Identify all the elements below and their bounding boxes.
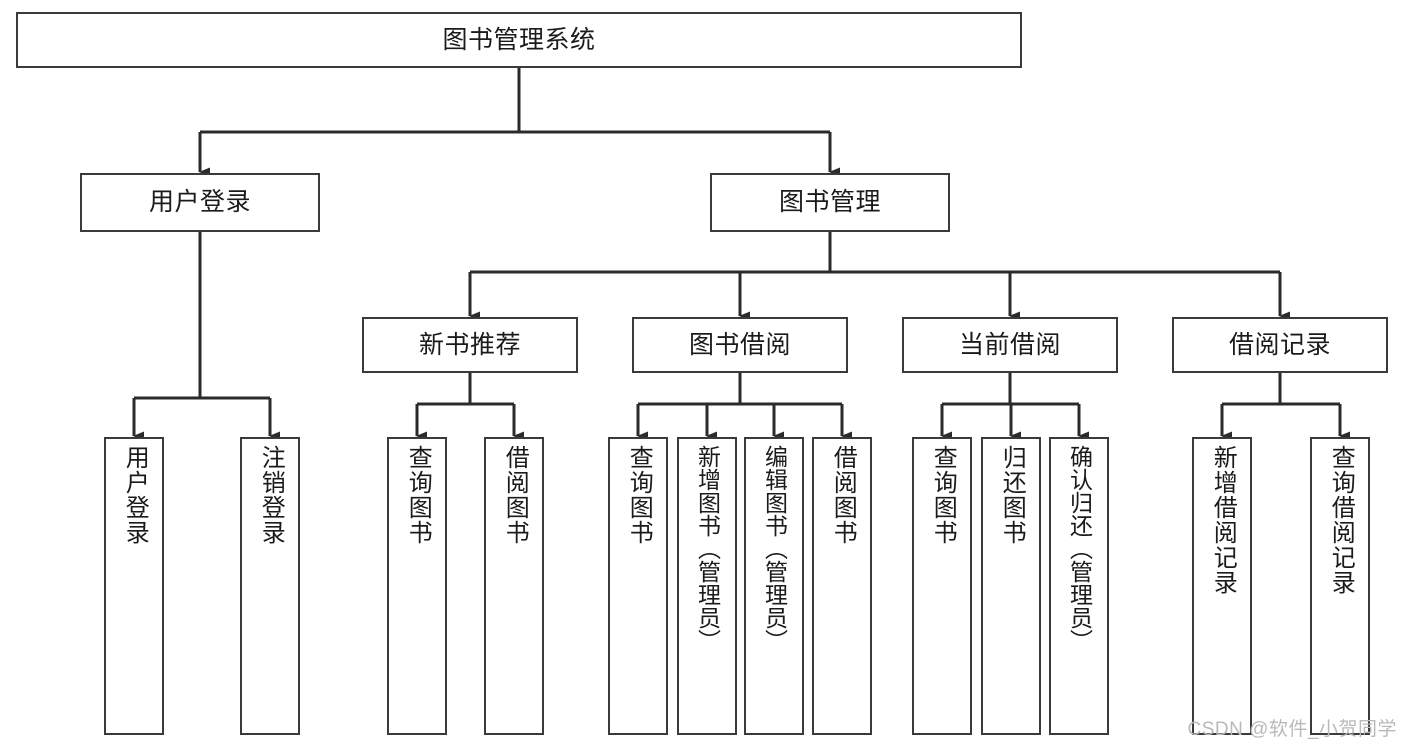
- node-label: 注销登录: [257, 445, 285, 545]
- node-leaf-borrow-book-recommend[interactable]: 借阅图书: [484, 437, 544, 735]
- node-root[interactable]: 图书管理系统: [16, 12, 1022, 68]
- node-new-book-recommend[interactable]: 新书推荐: [362, 317, 578, 373]
- node-label: 借阅图书: [501, 445, 529, 545]
- node-label: 用户登录: [121, 445, 149, 545]
- node-leaf-user-logout[interactable]: 注销登录: [240, 437, 300, 735]
- node-leaf-query-book-recommend[interactable]: 查询图书: [387, 437, 447, 735]
- watermark-text: CSDN @软件_小贺同学: [1187, 719, 1397, 740]
- node-leaf-borrow-book-borrow[interactable]: 借阅图书: [812, 437, 872, 735]
- node-label: 当前借阅: [958, 330, 1061, 359]
- node-leaf-query-borrow-record[interactable]: 查询借阅记录: [1310, 437, 1370, 735]
- node-book-management[interactable]: 图书管理: [710, 173, 950, 232]
- node-label: 归还图书: [998, 445, 1026, 545]
- node-label: 确认归还（管理员）: [1066, 445, 1093, 652]
- node-label: 查询借阅记录: [1327, 445, 1355, 595]
- node-label: 新书推荐: [418, 330, 521, 359]
- node-label: 新增借阅记录: [1209, 445, 1237, 595]
- node-label: 查询图书: [404, 445, 432, 545]
- node-label: 用户登录: [148, 188, 251, 216]
- node-label: 编辑图书（管理员）: [761, 445, 788, 652]
- node-leaf-edit-book-admin[interactable]: 编辑图书（管理员）: [744, 437, 804, 735]
- node-leaf-return-book[interactable]: 归还图书: [981, 437, 1041, 735]
- node-leaf-query-book-current[interactable]: 查询图书: [912, 437, 972, 735]
- node-leaf-add-borrow-record[interactable]: 新增借阅记录: [1192, 437, 1252, 735]
- node-label: 图书借阅: [688, 330, 791, 359]
- node-user-login[interactable]: 用户登录: [80, 173, 320, 232]
- node-label: 借阅图书: [829, 445, 857, 545]
- node-leaf-confirm-return-admin[interactable]: 确认归还（管理员）: [1049, 437, 1109, 735]
- node-current-borrow[interactable]: 当前借阅: [902, 317, 1118, 373]
- node-label: 图书管理系统: [442, 25, 596, 54]
- node-label: 新增图书（管理员）: [694, 445, 721, 652]
- node-leaf-user-login[interactable]: 用户登录: [104, 437, 164, 735]
- node-leaf-query-book-borrow[interactable]: 查询图书: [608, 437, 668, 735]
- node-label: 查询图书: [929, 445, 957, 545]
- node-book-borrow[interactable]: 图书借阅: [632, 317, 848, 373]
- node-label: 查询图书: [625, 445, 653, 545]
- node-label: 图书管理: [778, 188, 881, 216]
- node-borrow-record[interactable]: 借阅记录: [1172, 317, 1388, 373]
- node-label: 借阅记录: [1228, 330, 1331, 359]
- node-leaf-add-book-admin[interactable]: 新增图书（管理员）: [677, 437, 737, 735]
